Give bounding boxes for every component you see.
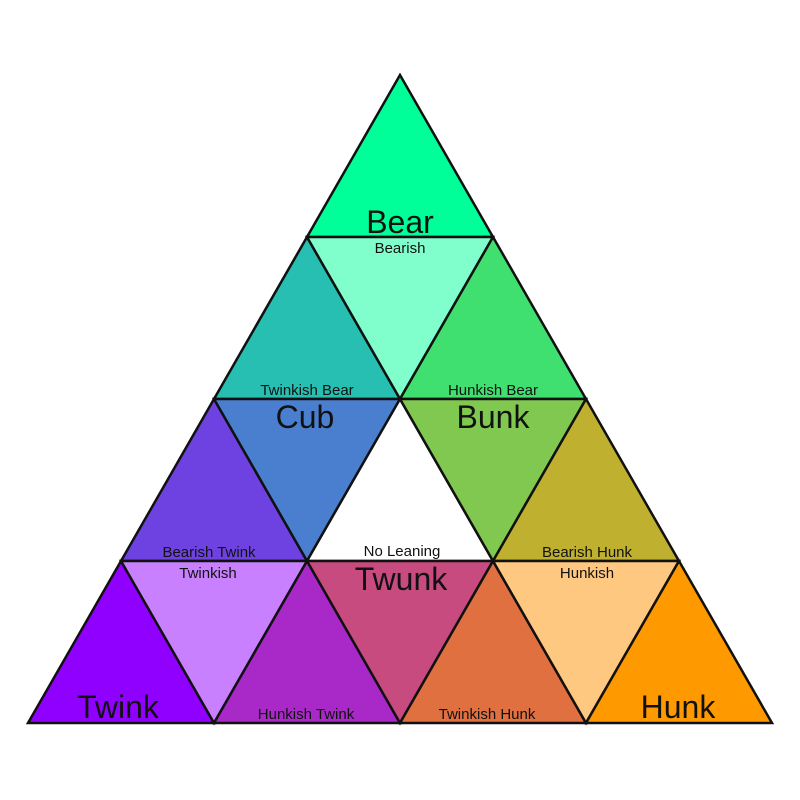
hunkish-twink-label: Hunkish Twink	[258, 706, 355, 723]
hunkish-label: Hunkish	[560, 565, 614, 582]
twinkish-bear-label: Twinkish Bear	[260, 382, 353, 399]
hunk-label: Hunk	[641, 689, 717, 725]
no-leaning-label: No Leaning	[364, 543, 441, 560]
bear-label: Bear	[366, 204, 434, 240]
cub-label: Cub	[276, 399, 335, 435]
hunk-region	[583, 558, 775, 725]
twink-label: Twink	[77, 689, 160, 725]
hunkish-bear-label: Hunkish Bear	[448, 382, 538, 399]
bearish-label: Bearish	[375, 240, 426, 257]
bunk-label: Bunk	[457, 399, 531, 435]
bearish-hunk-label: Bearish Hunk	[542, 544, 633, 561]
twinkish-hunk-label: Twinkish Hunk	[439, 706, 536, 723]
twinkish-label: Twinkish	[179, 565, 237, 582]
bearish-twink-label: Bearish Twink	[162, 544, 256, 561]
twunk-label: Twunk	[355, 561, 448, 597]
